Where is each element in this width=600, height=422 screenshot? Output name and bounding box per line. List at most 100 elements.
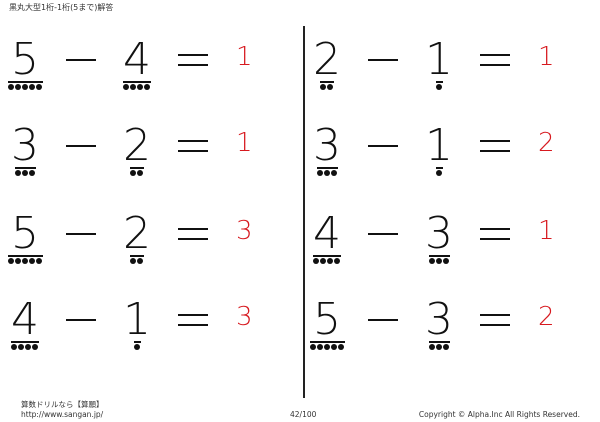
answer-value: 1 bbox=[236, 128, 253, 158]
counting-dot bbox=[7, 84, 14, 90]
digit-underline bbox=[11, 341, 39, 343]
minus-sign bbox=[66, 59, 96, 61]
counting-dot bbox=[327, 84, 333, 90]
equals-sign bbox=[178, 52, 208, 66]
answer-value: 2 bbox=[538, 128, 555, 158]
answer-value: 3 bbox=[236, 302, 253, 332]
counting-dot bbox=[327, 258, 333, 264]
counting-dots bbox=[7, 84, 42, 90]
minus-sign bbox=[368, 145, 398, 147]
minus-sign bbox=[66, 319, 96, 321]
counting-dots bbox=[435, 84, 442, 90]
digit-underline bbox=[320, 81, 334, 83]
counting-dots bbox=[316, 170, 337, 176]
minus-sign bbox=[66, 145, 96, 147]
answer-value: 3 bbox=[236, 216, 253, 246]
minus-sign bbox=[368, 59, 398, 61]
counting-dot bbox=[337, 344, 344, 350]
counting-dot bbox=[428, 258, 435, 264]
footer-url-link[interactable]: http://www.sangan.jp/ bbox=[21, 410, 104, 419]
counting-dots bbox=[320, 84, 333, 90]
equals-sign bbox=[178, 312, 208, 326]
footer-site: 算数ドリルなら【算願】 http://www.sangan.jp/ bbox=[21, 400, 104, 420]
counting-dot bbox=[35, 84, 42, 90]
page-number: 42/100 bbox=[290, 410, 317, 419]
digit-underline bbox=[316, 167, 338, 169]
digit-underline bbox=[428, 341, 450, 343]
operand-digit: 2 bbox=[313, 34, 341, 85]
counting-dot bbox=[21, 84, 28, 90]
counting-dots bbox=[309, 344, 344, 350]
counting-dot bbox=[144, 84, 150, 90]
operand-digit: 3 bbox=[313, 120, 341, 171]
equals-sign bbox=[480, 138, 510, 152]
counting-dot bbox=[25, 344, 31, 350]
counting-dot bbox=[334, 258, 340, 264]
counting-dots bbox=[14, 170, 35, 176]
counting-dot bbox=[137, 84, 143, 90]
answer-value: 2 bbox=[538, 302, 555, 332]
counting-dot bbox=[21, 170, 28, 176]
counting-dots bbox=[123, 84, 150, 90]
counting-dot bbox=[18, 344, 24, 350]
counting-dot bbox=[323, 170, 330, 176]
operand-digit: 3 bbox=[425, 294, 453, 345]
counting-dot bbox=[32, 344, 38, 350]
operand-digit: 5 bbox=[11, 208, 39, 259]
counting-dots bbox=[130, 258, 143, 264]
counting-dot bbox=[21, 258, 28, 264]
digit-underline bbox=[130, 167, 144, 169]
counting-dot bbox=[130, 170, 136, 176]
counting-dots bbox=[130, 170, 143, 176]
counting-dots bbox=[313, 258, 340, 264]
counting-dots bbox=[7, 258, 42, 264]
footer-site-name: 算数ドリルなら【算願】 bbox=[21, 400, 104, 409]
digit-underline bbox=[123, 81, 151, 83]
counting-dot bbox=[14, 170, 21, 176]
counting-dot bbox=[14, 84, 21, 90]
minus-sign bbox=[66, 233, 96, 235]
counting-dot bbox=[137, 258, 143, 264]
column-divider bbox=[303, 26, 305, 398]
subtraction-problem: 5 2 3 bbox=[7, 208, 288, 272]
equals-sign bbox=[178, 226, 208, 240]
counting-dot bbox=[7, 258, 14, 264]
operand-digit: 2 bbox=[123, 120, 151, 171]
counting-dot bbox=[435, 84, 442, 90]
counting-dot bbox=[28, 170, 35, 176]
answer-value: 1 bbox=[236, 42, 253, 72]
counting-dot bbox=[316, 344, 323, 350]
operand-digit: 4 bbox=[313, 208, 341, 259]
digit-underline bbox=[7, 81, 43, 83]
counting-dot bbox=[309, 344, 316, 350]
counting-dot bbox=[35, 258, 42, 264]
operand-digit: 2 bbox=[123, 208, 151, 259]
counting-dots bbox=[133, 344, 140, 350]
counting-dots bbox=[11, 344, 38, 350]
digit-underline bbox=[313, 255, 341, 257]
counting-dot bbox=[130, 258, 136, 264]
counting-dots bbox=[428, 258, 449, 264]
counting-dot bbox=[435, 344, 442, 350]
counting-dot bbox=[123, 84, 129, 90]
digit-underline bbox=[133, 341, 141, 343]
operand-digit: 1 bbox=[425, 120, 453, 171]
counting-dot bbox=[313, 258, 319, 264]
counting-dot bbox=[442, 258, 449, 264]
counting-dot bbox=[323, 344, 330, 350]
counting-dots bbox=[435, 170, 442, 176]
operand-digit: 1 bbox=[123, 294, 151, 345]
operand-digit: 4 bbox=[123, 34, 151, 85]
digit-underline bbox=[14, 167, 36, 169]
counting-dot bbox=[11, 344, 17, 350]
answer-value: 1 bbox=[538, 42, 555, 72]
counting-dot bbox=[130, 84, 136, 90]
counting-dot bbox=[14, 258, 21, 264]
copyright-text: Copyright © Alpha.Inc All Rights Reserve… bbox=[418, 410, 580, 419]
counting-dot bbox=[330, 170, 337, 176]
